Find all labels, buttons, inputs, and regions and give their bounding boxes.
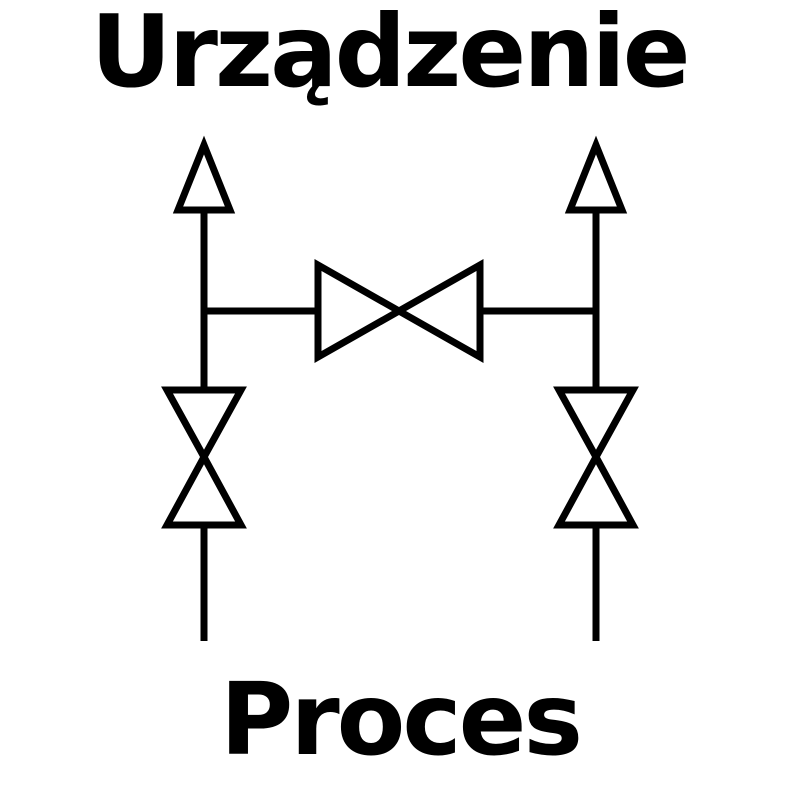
right-block-valve-icon-bottom-triangle (553, 449, 639, 529)
left-block-valve-icon-top-triangle (161, 386, 247, 465)
bypass-valve-icon-left-triangle (314, 258, 407, 364)
right-flow-arrow-icon (564, 135, 628, 214)
left-block-valve-icon-bottom-triangle (161, 449, 247, 529)
left-branch (161, 135, 247, 641)
right-branch (553, 135, 639, 641)
bypass-valve-icon-right-triangle (391, 258, 484, 364)
bypass-line (204, 258, 596, 364)
process-label: Proces (220, 661, 583, 778)
left-flow-arrow-icon (172, 135, 236, 214)
title-label: Urządzenie (90, 0, 690, 110)
right-block-valve-icon-top-triangle (553, 386, 639, 465)
